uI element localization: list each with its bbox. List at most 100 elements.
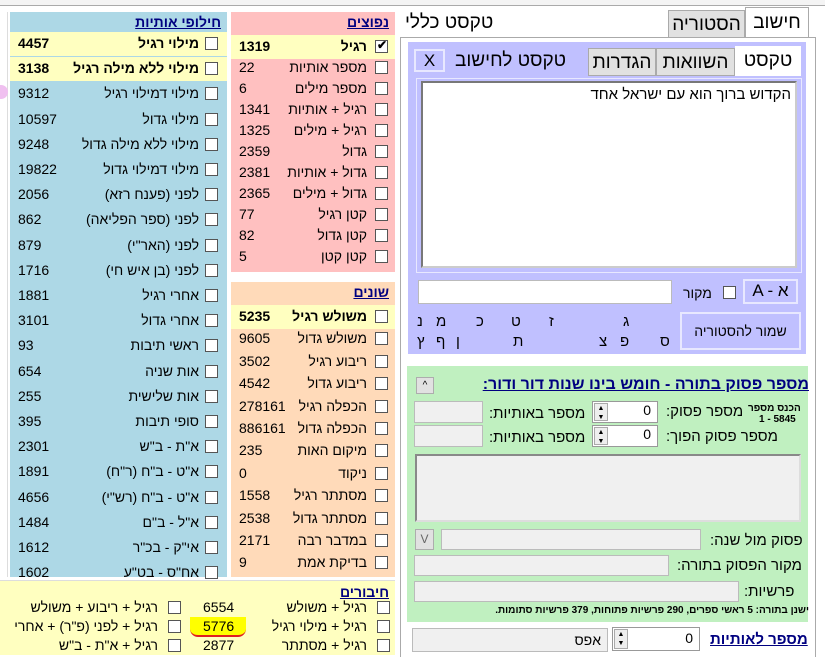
common-title[interactable]: נפוצים (347, 14, 389, 30)
letter-button[interactable]: ף (436, 333, 446, 350)
letter-button[interactable]: ת (513, 333, 524, 350)
checkbox[interactable] (205, 137, 218, 151)
checkbox[interactable] (375, 310, 388, 323)
verse-text-output[interactable] (415, 454, 801, 522)
checkbox[interactable] (205, 263, 218, 277)
combos-title[interactable]: חיבורים (339, 584, 389, 600)
checkbox[interactable] (375, 489, 388, 503)
checkbox[interactable] (205, 188, 218, 202)
source-input[interactable] (418, 280, 672, 304)
checkbox[interactable] (375, 511, 388, 525)
number-to-letters-link[interactable]: מספר לאותיות (710, 631, 808, 648)
letter-button[interactable]: נ (417, 313, 423, 330)
checkbox[interactable] (205, 415, 218, 428)
checkbox[interactable] (375, 556, 388, 570)
list-item[interactable]: א"ט - ב"ח (רש"י)4656 (10, 486, 227, 510)
checkbox[interactable] (375, 250, 388, 263)
checkbox[interactable] (375, 166, 388, 179)
letter-button[interactable]: צ (599, 333, 608, 350)
checkbox[interactable] (375, 187, 388, 200)
checkbox[interactable] (205, 112, 218, 126)
checkbox[interactable] (205, 213, 218, 227)
parashot-field[interactable] (414, 581, 739, 602)
letter-button[interactable]: ז (549, 313, 554, 330)
list-item[interactable]: לפני (ספר הפליאה)862 (10, 208, 227, 232)
general-text-label[interactable]: טקסט כללי (405, 12, 494, 33)
alpha-toggle-button[interactable]: A - א (743, 279, 798, 304)
checkbox[interactable] (375, 208, 388, 221)
tab-text[interactable]: טקסט (735, 46, 801, 76)
list-item[interactable]: א"ט - ב"ח (ר"ח)1891 (10, 460, 227, 484)
checkbox[interactable] (375, 422, 388, 435)
letter-button[interactable]: ן (456, 333, 460, 350)
verse-source-field[interactable] (414, 555, 669, 576)
letter-button[interactable]: מ (436, 313, 447, 330)
year-dropdown-button[interactable]: V (415, 529, 434, 550)
letters-count-field-2[interactable] (414, 425, 483, 447)
checkbox[interactable] (375, 145, 388, 158)
list-item[interactable]: לפני (בן איש חי)1716 (10, 259, 227, 283)
tab-compare[interactable]: השוואות (656, 48, 735, 76)
checkbox[interactable] (205, 566, 218, 580)
checkbox[interactable] (375, 377, 388, 391)
checkbox[interactable] (205, 87, 218, 101)
letter-button[interactable]: פ (620, 333, 630, 350)
number-to-letters-spinner[interactable]: ▲▼0 (612, 627, 700, 651)
checkbox[interactable] (205, 37, 218, 50)
checkbox[interactable]: ✔ (375, 38, 388, 53)
clear-button[interactable]: X (414, 49, 445, 72)
letter-button[interactable]: ג (623, 313, 630, 330)
tab-settings[interactable]: הגדרות (588, 48, 656, 76)
checkbox[interactable] (375, 103, 388, 116)
checkbox[interactable] (205, 490, 218, 504)
verse-no-spinner[interactable]: ▲▼0 (592, 401, 658, 423)
source-checkbox[interactable] (723, 286, 736, 299)
checkbox[interactable] (205, 163, 218, 176)
checkbox[interactable] (205, 465, 218, 479)
checkbox[interactable] (205, 515, 218, 529)
checkbox[interactable] (377, 639, 390, 652)
checkbox[interactable] (168, 601, 181, 614)
misc-title[interactable]: שונים (353, 284, 389, 300)
letter-subs-title[interactable]: חילופי אותיות (135, 14, 221, 30)
checkbox[interactable] (205, 364, 218, 378)
list-item[interactable]: לפני (פענח רזא)2056 (10, 183, 227, 207)
text-to-calc-input[interactable]: הקדוש ברוך הוא עם ישראל אחד (421, 81, 797, 268)
checkbox[interactable] (205, 62, 218, 76)
checkbox[interactable] (375, 354, 388, 368)
checkbox[interactable] (375, 61, 388, 74)
checkbox[interactable] (205, 541, 218, 554)
tab-history[interactable]: הסטוריה (668, 10, 745, 38)
spinner-arrows-icon[interactable]: ▲▼ (594, 403, 608, 421)
radio-partial[interactable] (0, 85, 8, 99)
